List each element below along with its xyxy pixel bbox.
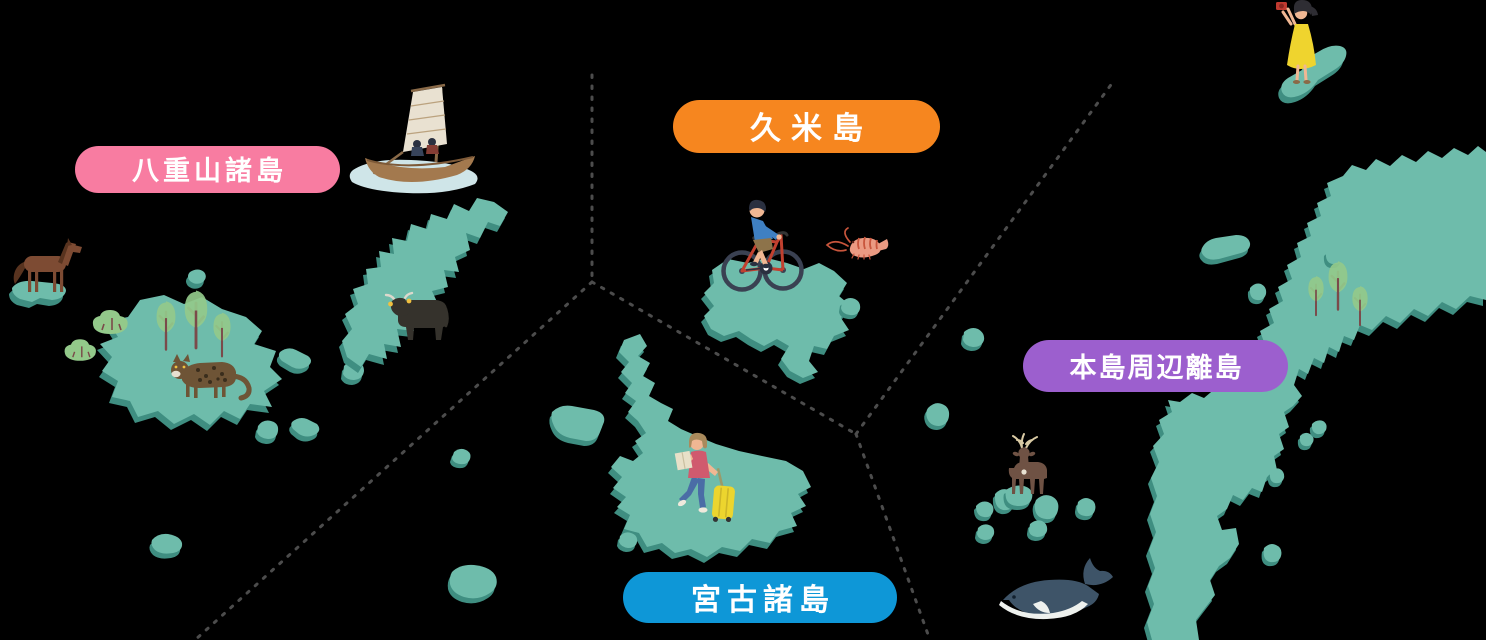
island-irabu [549,405,605,446]
islet [1309,420,1327,439]
region-label-miyako-text: 宮古諸島 [691,583,835,617]
wildcat-illustration [171,354,252,401]
island-ishigaki [339,198,508,373]
cyclist-illustration [721,199,804,292]
islet [1261,544,1282,567]
islet [450,448,471,469]
island-hateruma [149,533,183,559]
region-label-miyako[interactable]: 宮古諸島 [623,572,897,623]
kerama-islands [974,485,1096,544]
shrimp-illustration [825,227,889,260]
boundary-line-northeast [854,80,1115,436]
region-label-kume[interactable]: 久米島 [673,100,940,153]
bull-illustration [384,291,449,340]
region-label-main-island-remote[interactable]: 本島周辺離島 [1023,340,1288,392]
region-label-main-island-remote-text: 本島周辺離島 [1069,352,1244,383]
region-label-yaeyama-text: 八重山諸島 [132,156,287,186]
sailboat-illustration [349,83,478,194]
islet [289,418,320,442]
islet [186,269,206,289]
islands-yaeyama-group [9,198,508,559]
boundary-line-southwest [193,280,594,640]
islet [1199,235,1251,265]
island-tarama [447,564,497,604]
region-label-kume-text: 久米島 [750,111,873,146]
deer-illustration [1008,433,1047,494]
region-boundary-lines [193,73,1115,640]
woman-with-camera-illustration [1276,0,1318,84]
islet [255,420,279,444]
boundary-line-center [590,280,858,436]
islet [617,532,638,552]
whale-illustration [999,558,1113,620]
islet [924,403,950,430]
islet [961,328,985,351]
islet [1247,283,1267,305]
islands-miyako-group [447,334,811,604]
boundary-line-south [854,432,932,640]
island-okinawa-main [1144,146,1486,640]
horse-illustration [13,238,82,292]
islet [1297,432,1314,451]
islet [276,348,311,374]
traveler-with-suitcase-illustration [674,432,735,523]
region-label-yaeyama[interactable]: 八重山諸島 [75,146,340,193]
